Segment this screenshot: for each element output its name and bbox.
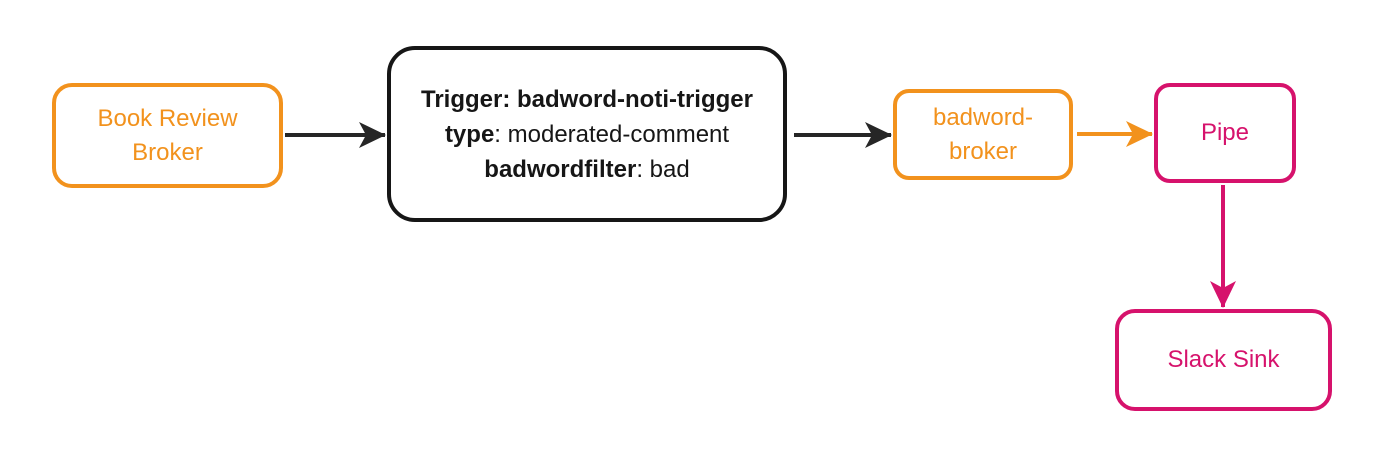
node-book-review-broker: Book Review Broker: [52, 83, 283, 188]
node-trigger: Trigger: badword-noti-trigger type: mode…: [387, 46, 787, 222]
trigger-line-3: badwordfilter: bad: [484, 152, 689, 187]
node-pipe: Pipe: [1154, 83, 1296, 183]
node-slack-sink: Slack Sink: [1115, 309, 1332, 411]
trigger-filter-key: badwordfilter: [484, 155, 637, 183]
node-badword-broker: badword- broker: [893, 89, 1073, 180]
trigger-type-value: : moderated-comment: [494, 120, 730, 148]
trigger-type-key: type: [444, 120, 495, 148]
node-slack-sink-label: Slack Sink: [1167, 346, 1280, 373]
trigger-filter-value: : bad: [636, 155, 690, 183]
trigger-line-1: Trigger: badword-noti-trigger: [421, 82, 753, 117]
node-pipe-label: Pipe: [1200, 119, 1250, 146]
trigger-name-text: Trigger: badword-noti-trigger: [421, 85, 753, 113]
trigger-line-2: type: moderated-comment: [445, 117, 729, 152]
node-book-review-broker-label-line1: Book Review: [97, 104, 238, 132]
node-badword-broker-label-line2: broker: [948, 137, 1018, 165]
node-book-review-broker-label-line2: Broker: [132, 138, 203, 166]
node-badword-broker-label-line1: badword-: [932, 103, 1034, 131]
